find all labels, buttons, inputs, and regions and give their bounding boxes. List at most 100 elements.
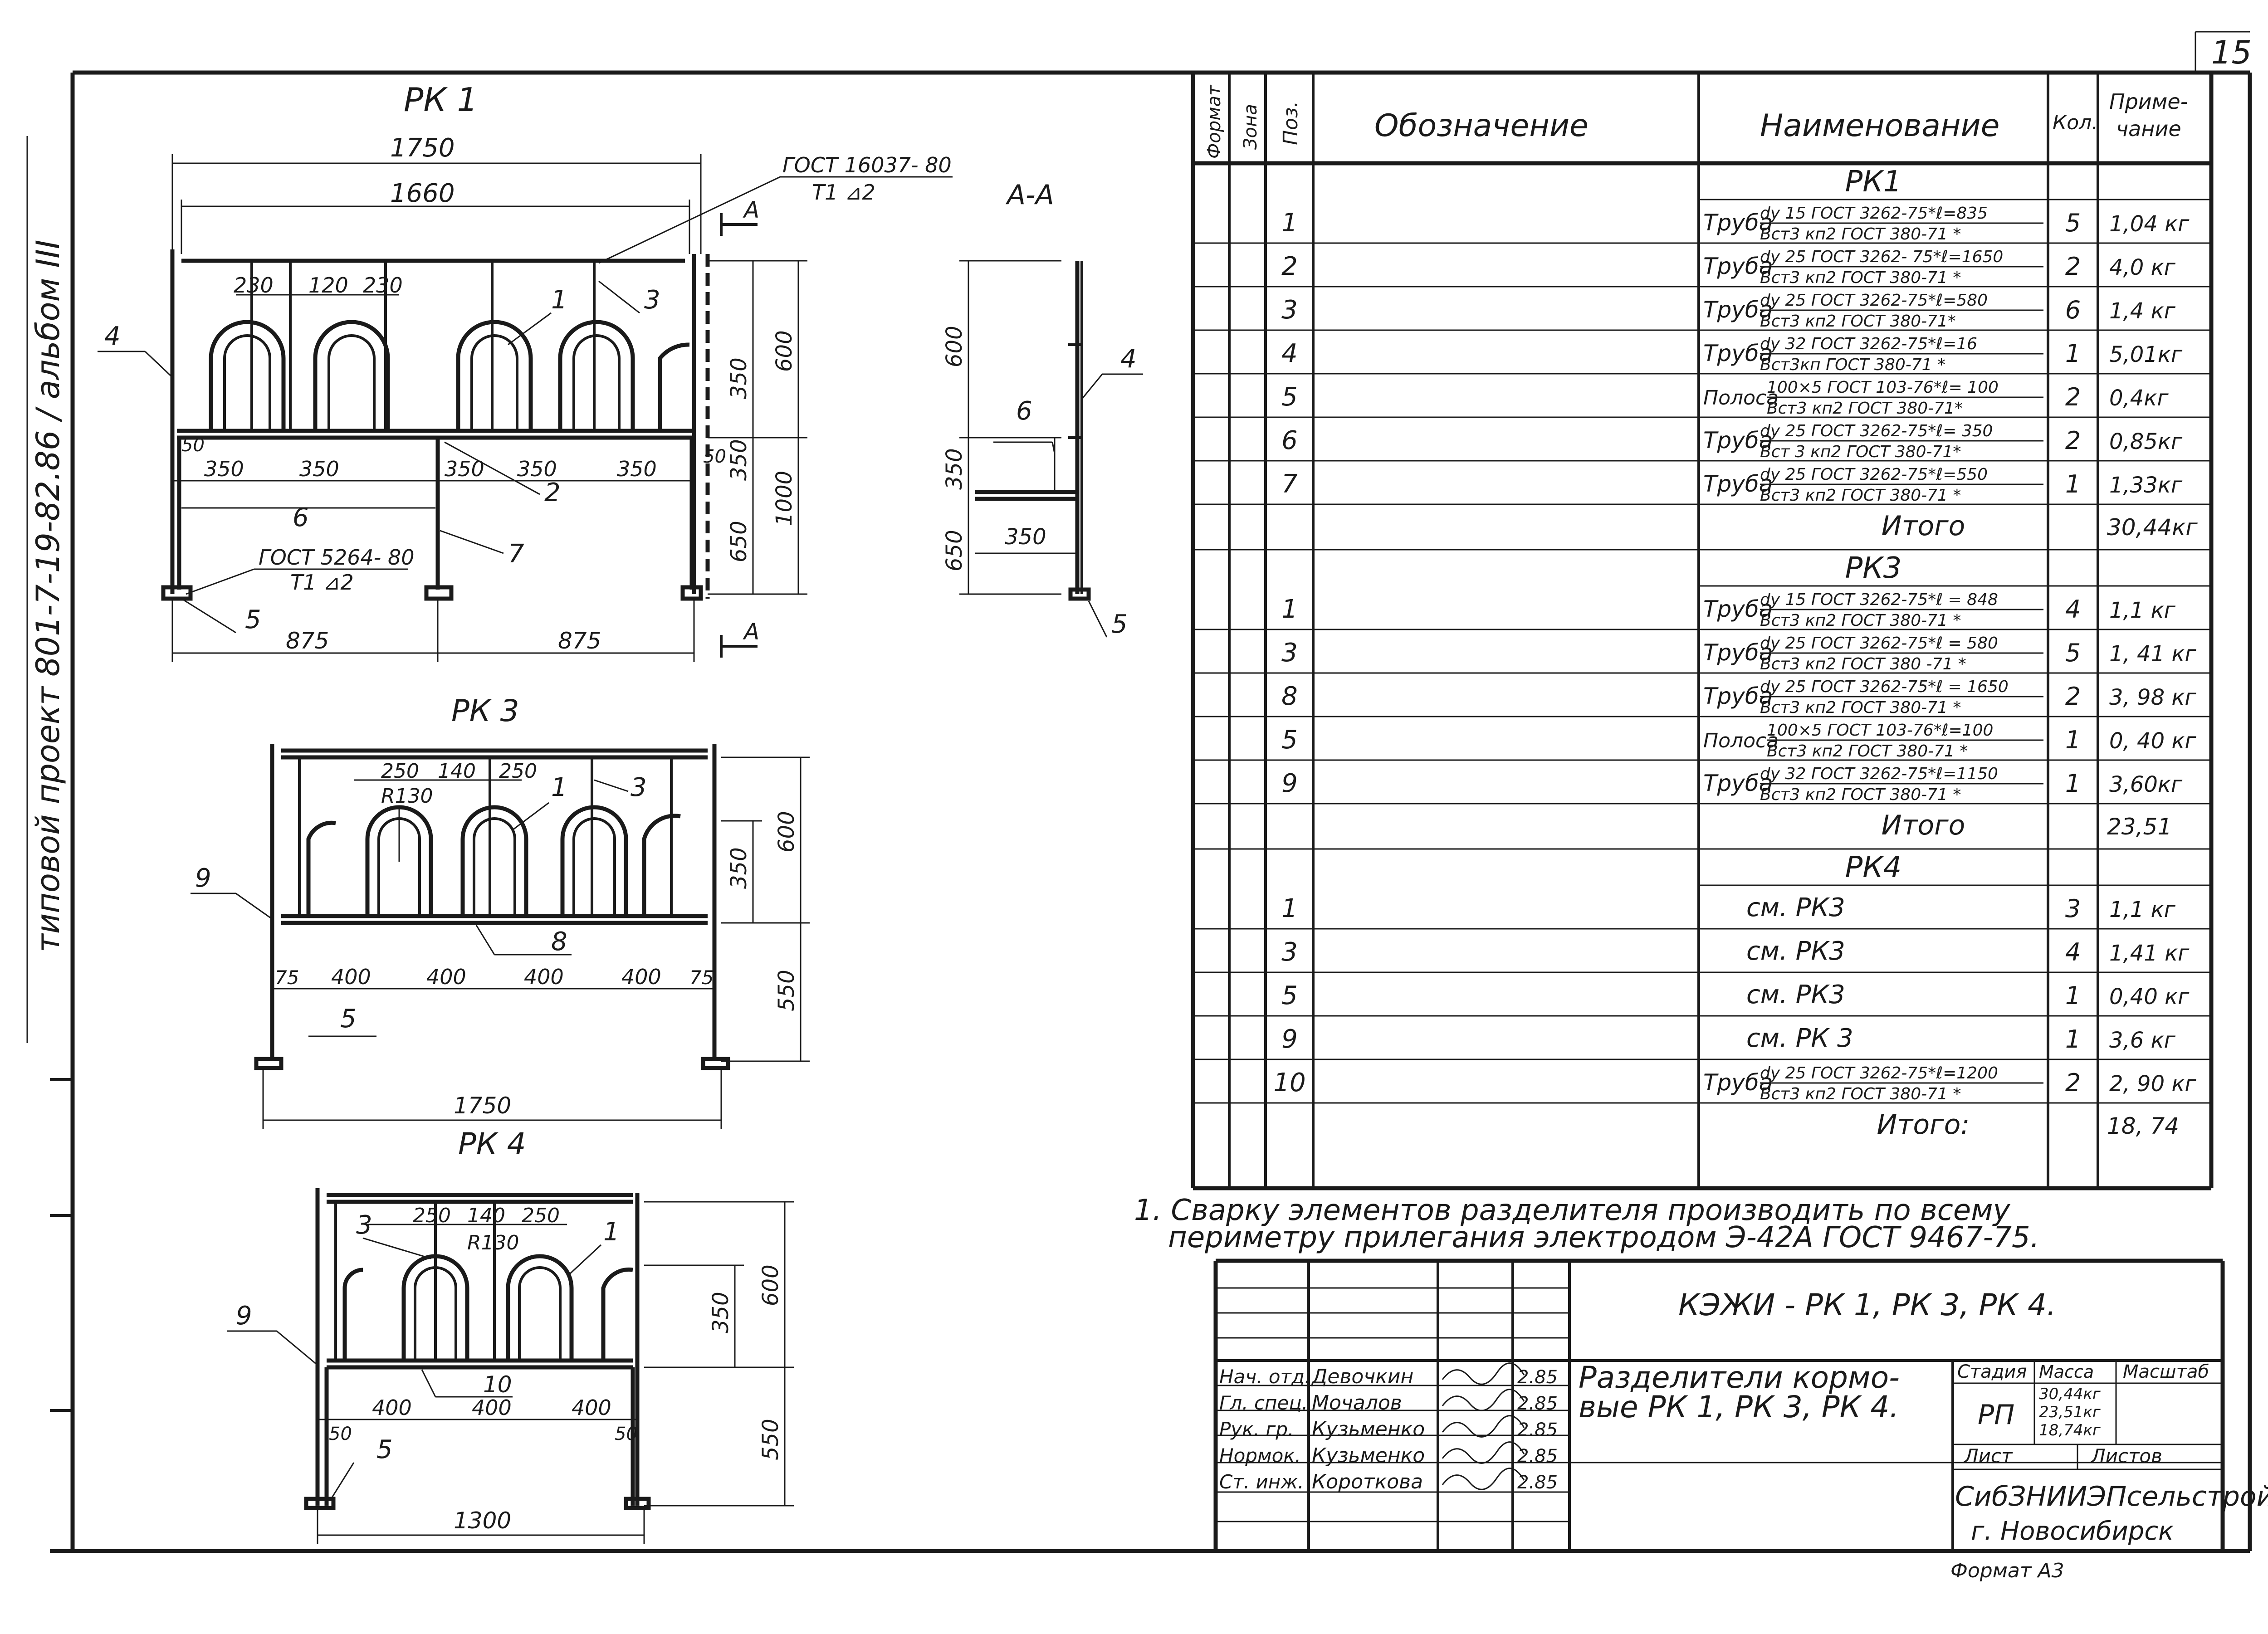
row-type: Труба <box>1703 596 1773 622</box>
staff-date: 2.85 <box>1517 1446 1558 1467</box>
general-note: 1. Сварку элементов разделителя производ… <box>1134 1194 2039 1254</box>
row-see: см. РК 3 <box>1746 1024 1853 1053</box>
rk1-dim-650: 650 <box>726 521 752 562</box>
header-name: Наименование <box>1760 108 1999 144</box>
header-qty: Кол. <box>2053 111 2098 134</box>
rk3-callout-1: 1 <box>551 773 567 802</box>
section-aa-callout-6: 6 <box>1016 396 1032 426</box>
rk3-callout-3: 3 <box>631 773 647 802</box>
staff-role: Нормок. <box>1219 1444 1301 1467</box>
row-see: см. РК3 <box>1746 980 1845 1010</box>
row-note: 3, 98 кг <box>2109 685 2196 710</box>
row-spec-bottom: Вст3 кп2 ГОСТ 380-71 * <box>1767 742 1968 761</box>
spec-header: Формат Зона Поз. Обозначение Наименовани… <box>1204 84 2188 159</box>
staff-date: 2.85 <box>1517 1393 1558 1414</box>
row-spec-bottom: Вст3 кп2 ГОСТ 380-71 * <box>1760 611 1961 630</box>
group-title: РК4 <box>1845 851 1902 884</box>
row-type: Труба <box>1703 427 1773 454</box>
rk4-callout-3: 3 <box>356 1210 372 1240</box>
rk4-dim-1300: 1300 <box>454 1507 511 1534</box>
signature <box>1442 1468 1525 1490</box>
rk4-dim-400c: 400 <box>572 1395 611 1420</box>
row-note: 3,6 кг <box>2109 1028 2176 1053</box>
view-section-aa: А-А 600 350 650 350 6 4 5 <box>942 179 1143 639</box>
staff-name: Короткова <box>1312 1470 1423 1493</box>
rk4-dim-50b: 50 <box>615 1424 638 1444</box>
rk1-dim-230b: 230 <box>363 273 403 298</box>
row-spec-top: dy 15 ГОСТ 3262-75*ℓ = 848 <box>1760 590 1998 609</box>
side-stamp: типовой проект 801-7-19-82.86 / альбом I… <box>29 240 67 952</box>
rk4-radius: R130 <box>467 1231 519 1254</box>
row-pos: 9 <box>1281 769 1298 798</box>
staff-role: Гл. спец. <box>1219 1392 1308 1414</box>
rk1-dim-50a: 50 <box>181 435 205 456</box>
rk4-dim-50a: 50 <box>329 1424 352 1444</box>
row-qty: 3 <box>2065 894 2081 923</box>
rk4-title: РК 4 <box>458 1127 526 1161</box>
tb-mass-2: 23,51кг <box>2039 1403 2101 1421</box>
tb-sheets-label: Листов <box>2090 1445 2162 1467</box>
row-qty: 1 <box>2065 470 2081 498</box>
rk3-dim-400c: 400 <box>524 965 564 989</box>
row-spec-top: dy 32 ГОСТ 3262-75*ℓ=16 <box>1760 335 1977 353</box>
rk1-callout-2: 2 <box>544 478 561 507</box>
rk1-section-mark-top: А <box>743 197 759 223</box>
row-note: 1,33кг <box>2109 473 2183 498</box>
section-aa-title: А-А <box>1005 179 1054 211</box>
header-pos: Поз. <box>1279 101 1302 145</box>
row-pos: 2 <box>1281 252 1298 281</box>
row-see: см. РК3 <box>1746 937 1845 966</box>
row-note: 4,0 кг <box>2109 255 2176 280</box>
rk1-weld-top: Т1 ⊿2 <box>812 180 875 205</box>
row-qty: 4 <box>2065 595 2081 624</box>
row-spec-bottom: Вст 3 кп2 ГОСТ 380-71* <box>1760 443 1961 461</box>
section-aa-dim-350h: 350 <box>1005 524 1046 550</box>
row-qty: 2 <box>2065 383 2081 411</box>
row-pos: 8 <box>1281 682 1298 711</box>
rk3-dim-1750: 1750 <box>454 1093 511 1119</box>
note-line-2: периметру прилегания электродом Э-42А ГО… <box>1168 1221 2039 1254</box>
staff-name: Девочкин <box>1311 1365 1413 1388</box>
rk4-dim-350: 350 <box>708 1292 733 1333</box>
rk1-dim-350v1: 350 <box>726 357 752 399</box>
section-aa-callout-4: 4 <box>1120 344 1137 374</box>
header-designation: Обозначение <box>1374 108 1589 144</box>
staff-date: 2.85 <box>1517 1472 1558 1493</box>
row-qty: 1 <box>2065 726 2081 754</box>
row-type: Труба <box>1703 340 1773 366</box>
row-qty: 2 <box>2065 1068 2081 1097</box>
tb-mass-1: 30,44кг <box>2039 1385 2101 1403</box>
row-spec-top: dy 25 ГОСТ 3262-75*ℓ = 580 <box>1760 634 1998 653</box>
row-qty: 5 <box>2065 639 2081 667</box>
row-qty: 2 <box>2065 682 2081 711</box>
staff-role: Ст. инж. <box>1219 1471 1304 1493</box>
group-total: 18, 74 <box>2107 1113 2179 1139</box>
rk1-dim-600: 600 <box>772 330 797 372</box>
tb-stage: РП <box>1978 1399 2014 1431</box>
row-spec-top: dy 25 ГОСТ 3262-75*ℓ= 350 <box>1760 422 1993 440</box>
rk3-dim-75a: 75 <box>275 966 299 989</box>
rk3-dim-400d: 400 <box>621 965 661 989</box>
rk3-callout-8: 8 <box>551 927 567 956</box>
rk1-dim-230a: 230 <box>234 273 274 298</box>
signature <box>1442 1362 1525 1385</box>
row-spec-bottom: Вст3 кп2 ГОСТ 380-71* <box>1767 399 1963 418</box>
row-note: 0,40 кг <box>2109 984 2190 1010</box>
row-qty: 2 <box>2065 252 2081 281</box>
row-see: см. РК3 <box>1746 893 1845 922</box>
signature <box>1442 1389 1525 1411</box>
row-spec-top: dy 15 ГОСТ 3262-75*ℓ=835 <box>1760 204 1988 223</box>
row-type: Полоса <box>1703 386 1779 410</box>
signature <box>1442 1415 1525 1438</box>
rk1-dim-350d: 350 <box>517 457 557 481</box>
rk1-section-mark-bottom: А <box>743 619 759 645</box>
tb-scale-label: Масштаб <box>2123 1361 2209 1382</box>
row-note: 0,85кг <box>2109 429 2183 454</box>
row-note: 1,1 кг <box>2109 897 2176 922</box>
rk4-callout-5: 5 <box>376 1435 393 1464</box>
header-zone: Зона <box>1240 104 1261 150</box>
row-note: 3,60кг <box>2109 772 2183 797</box>
row-note: 1,41 кг <box>2109 941 2190 966</box>
tb-mass-3: 18,74кг <box>2039 1421 2101 1439</box>
rk1-dim-875b: 875 <box>558 628 601 654</box>
